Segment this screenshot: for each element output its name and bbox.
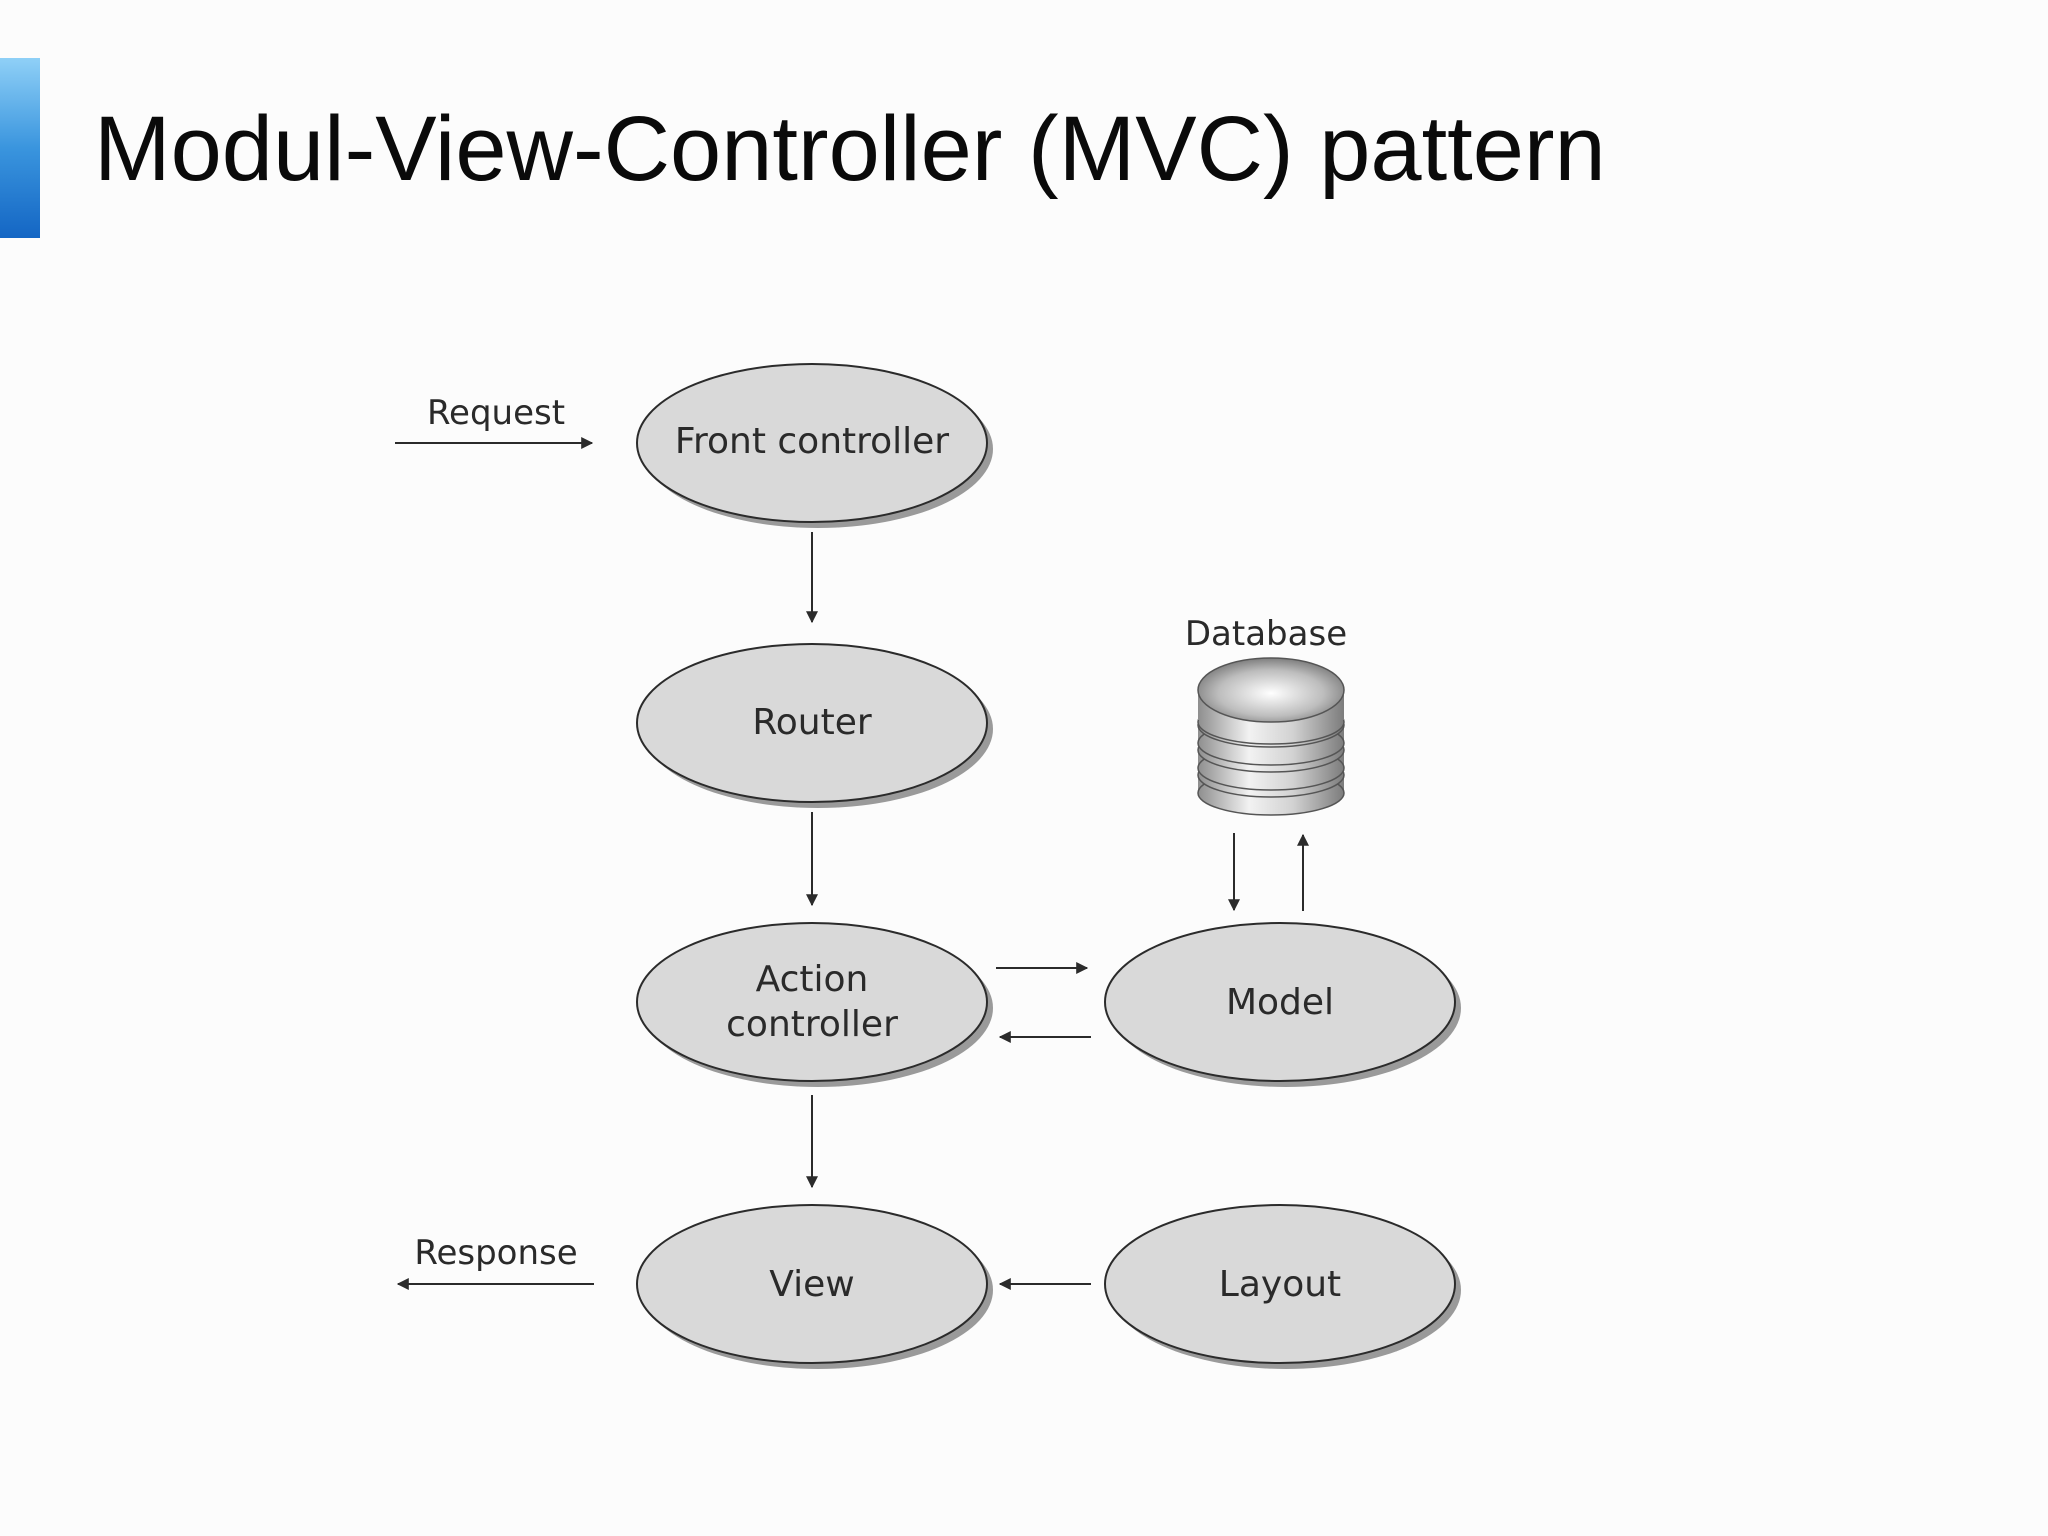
node-action-controller: Action controller bbox=[636, 922, 993, 1087]
database-label: Database bbox=[1185, 614, 1347, 654]
edge-request: Request bbox=[395, 393, 594, 449]
node-database: Database bbox=[1185, 614, 1347, 816]
node-view-label: View bbox=[769, 1264, 854, 1305]
edge-response: Response bbox=[396, 1233, 594, 1290]
node-front-controller-label: Front controller bbox=[675, 421, 949, 462]
request-label: Request bbox=[427, 393, 565, 433]
title-accent-bar bbox=[0, 58, 40, 238]
node-layout-label: Layout bbox=[1219, 1264, 1341, 1305]
slide-title: Modul-View-Controller (MVC) pattern bbox=[94, 98, 1606, 200]
database-icon bbox=[1197, 657, 1345, 816]
node-front-controller: Front controller bbox=[636, 363, 993, 528]
node-router: Router bbox=[636, 643, 993, 808]
node-action-controller-label-line2: controller bbox=[726, 1004, 898, 1045]
node-router-label: Router bbox=[752, 702, 872, 743]
node-view: View bbox=[636, 1204, 993, 1369]
node-layout: Layout bbox=[1104, 1204, 1461, 1369]
node-model: Model bbox=[1104, 922, 1461, 1087]
node-model-label: Model bbox=[1226, 982, 1334, 1023]
node-action-controller-label-line1: Action bbox=[756, 959, 869, 1000]
response-label: Response bbox=[414, 1233, 577, 1273]
